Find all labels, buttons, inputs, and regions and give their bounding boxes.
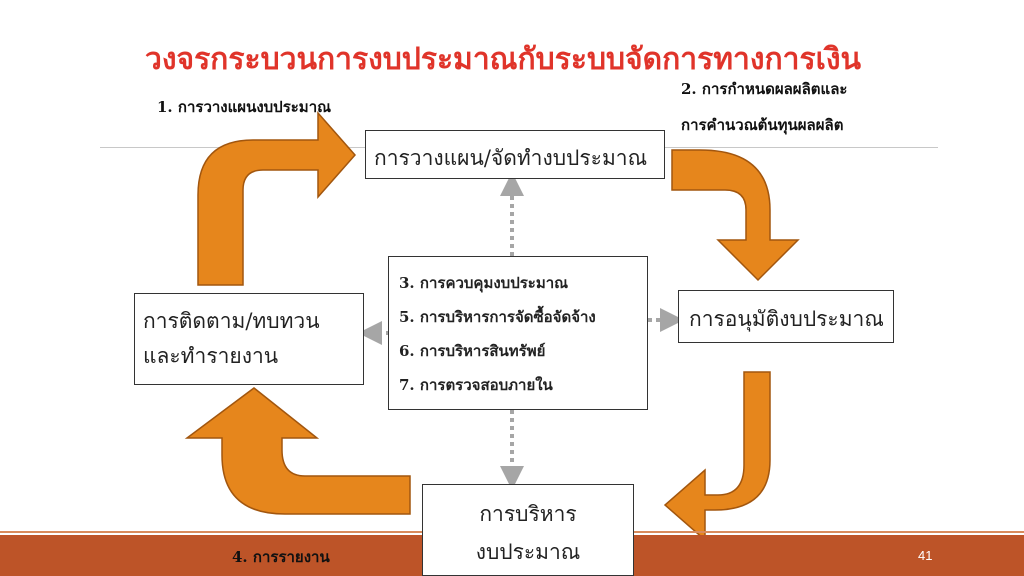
step4-label: 4. การรายงาน	[232, 548, 330, 566]
management-box-line2: งบประมาณ	[475, 540, 581, 564]
step2-label-line1: 2. การกำหนดผลผลิตและ	[681, 80, 848, 98]
curved-arrow-top-left	[197, 111, 356, 286]
center-item-6: 6. การบริหารสินทรัพย์	[399, 342, 546, 360]
curved-arrow-top-right	[671, 149, 800, 282]
curved-arrow-bottom-right	[663, 371, 771, 542]
slide-title: วงจรกระบวนการงบประมาณกับระบบจัดการทางการ…	[145, 42, 862, 77]
center-box: 3. การควบคุมงบประมาณ 5. การบริหารการจัดซ…	[388, 256, 648, 410]
step1-label: 1. การวางแผนงบประมาณ	[157, 98, 332, 116]
step2-label-line2: การคำนวณต้นทุนผลผลิต	[681, 116, 844, 134]
approval-box: การอนุมัติงบประมาณ	[678, 290, 894, 343]
center-item-5: 5. การบริหารการจัดซื้อจัดจ้าง	[399, 308, 596, 326]
management-box-line1: การบริหาร	[479, 502, 577, 526]
center-item-7: 7. การตรวจสอบภายใน	[399, 376, 553, 394]
monitoring-box: การติดตาม/ทบทวน และทำรายงาน	[134, 293, 364, 385]
monitoring-box-line2: และทำรายงาน	[143, 344, 279, 368]
management-box: การบริหาร งบประมาณ	[422, 484, 634, 576]
planning-box-label: การวางแผน/จัดทำงบประมาณ	[374, 146, 648, 170]
monitoring-box-line1: การติดตาม/ทบทวน	[143, 309, 320, 333]
curved-arrow-bottom-left	[184, 387, 411, 515]
center-item-3: 3. การควบคุมงบประมาณ	[399, 274, 569, 292]
page-number: 41	[918, 548, 933, 563]
planning-box: การวางแผน/จัดทำงบประมาณ	[365, 130, 665, 179]
approval-box-label: การอนุมัติงบประมาณ	[689, 307, 884, 331]
